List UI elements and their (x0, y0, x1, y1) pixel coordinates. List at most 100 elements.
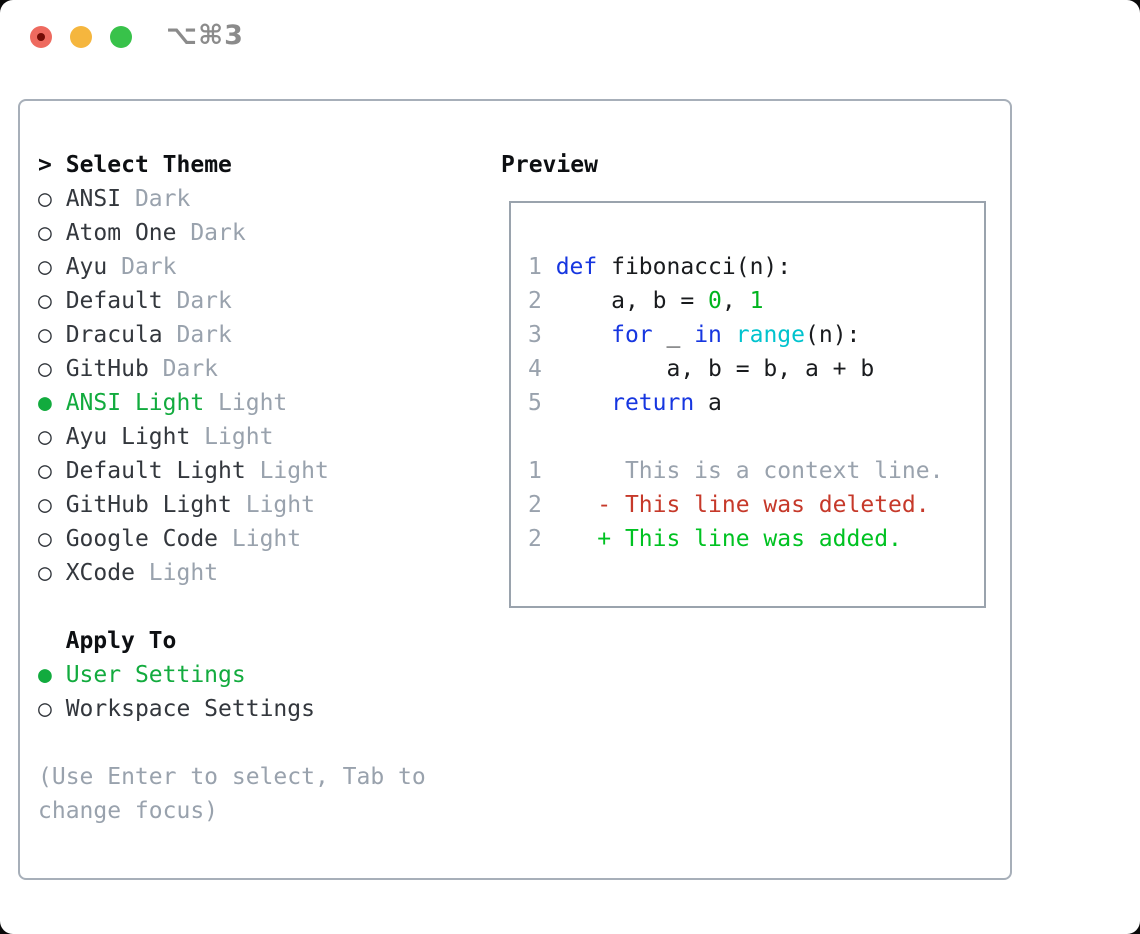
code-segment (556, 526, 598, 552)
theme-variant: Dark (162, 322, 232, 348)
code-segment: return (611, 390, 695, 416)
radio-icon: ○ (38, 696, 66, 722)
code-line: 1 This is a context line. (528, 454, 984, 488)
theme-name: Atom One (65, 220, 177, 246)
theme-variant: Light (231, 492, 315, 518)
radio-icon: ○ (38, 288, 66, 314)
code-segment: a, b = (555, 288, 709, 314)
theme-name: Google Code (65, 526, 219, 552)
code-segment (556, 492, 598, 518)
zoom-button[interactable] (110, 26, 132, 48)
help-text-line-1: (Use Enter to select, Tab to (38, 764, 426, 790)
theme-item[interactable]: ○ Default Light Light (38, 454, 426, 488)
theme-variant: Light (190, 424, 274, 450)
theme-variant: Dark (176, 220, 246, 246)
line-number: 2 (528, 492, 556, 518)
code-segment: , (721, 288, 750, 314)
theme-variant: Light (218, 526, 302, 552)
apply-option[interactable]: ● User Settings (38, 658, 426, 692)
code-line: 5 return a (528, 386, 984, 420)
radio-icon: ○ (38, 356, 66, 382)
theme-name: Default Light (65, 458, 246, 484)
theme-name: GitHub (65, 356, 149, 382)
theme-list: ○ ANSI Dark○ Atom One Dark○ Ayu Dark○ De… (38, 182, 426, 590)
radio-icon: ● (38, 390, 66, 416)
spacer (528, 420, 984, 454)
code-line: 1 def fibonacci(n): (528, 250, 984, 284)
code-segment: (n): (805, 322, 861, 348)
theme-item[interactable]: ○ XCode Light (38, 556, 426, 590)
theme-variant: Dark (107, 254, 177, 280)
code-line: 2 - This line was deleted. (528, 488, 984, 522)
apply-option-label: User Settings (65, 662, 246, 688)
code-segment (556, 390, 611, 416)
theme-name: Default (65, 288, 163, 314)
code-segment: _ (652, 322, 695, 348)
theme-item[interactable]: ○ GitHub Dark (38, 352, 426, 386)
code-line: 2 + This line was added. (528, 522, 984, 556)
code-segment: def (555, 254, 598, 280)
code-line: 3 for _ in range(n): (528, 318, 984, 352)
prompt-icon: > (38, 152, 52, 178)
theme-variant: Light (204, 390, 288, 416)
spacer (38, 726, 426, 760)
close-dot-icon (37, 33, 45, 41)
theme-name: Ayu Light (65, 424, 191, 450)
theme-name: Ayu (65, 254, 108, 280)
preview-title: Preview (501, 152, 598, 178)
code-line: 2 a, b = 0, 1 (528, 284, 984, 318)
radio-icon: ○ (38, 186, 66, 212)
code-segment: This is a context line. (555, 458, 944, 484)
code-segment: 0 (708, 288, 722, 314)
theme-item[interactable]: ○ Default Dark (38, 284, 426, 318)
theme-item[interactable]: ○ Atom One Dark (38, 216, 426, 250)
theme-item[interactable]: ○ Dracula Dark (38, 318, 426, 352)
radio-icon: ○ (38, 560, 66, 586)
theme-name: Dracula (65, 322, 163, 348)
help-text-line-2: change focus) (38, 798, 219, 824)
code-segment: - This line was deleted. (597, 492, 930, 518)
radio-icon: ● (38, 662, 66, 688)
line-number: 2 (528, 288, 556, 314)
code-segment: in (694, 322, 722, 348)
theme-name: XCode (65, 560, 135, 586)
radio-icon: ○ (38, 322, 66, 348)
radio-icon: ○ (38, 492, 66, 518)
code-segment: a, b = b, a + b (555, 356, 875, 382)
theme-item[interactable]: ● ANSI Light Light (38, 386, 426, 420)
code-segment: range (735, 322, 805, 348)
theme-variant: Dark (121, 186, 191, 212)
spacer (38, 590, 426, 624)
line-number: 4 (528, 356, 556, 382)
theme-item[interactable]: ○ Ayu Light Light (38, 420, 426, 454)
code-segment: 1 (749, 288, 764, 314)
apply-options: ● User Settings○ Workspace Settings (38, 658, 426, 726)
code-segment: + This line was added. (597, 526, 902, 552)
theme-name: ANSI (65, 186, 122, 212)
code-segment: for (611, 322, 653, 348)
apply-option[interactable]: ○ Workspace Settings (38, 692, 426, 726)
theme-item[interactable]: ○ ANSI Dark (38, 182, 426, 216)
theme-column: > Select Theme ○ ANSI Dark○ Atom One Dar… (38, 148, 426, 828)
code-line: 4 a, b = b, a + b (528, 352, 984, 386)
line-number: 1 (528, 458, 556, 484)
theme-variant: Light (245, 458, 329, 484)
minimize-button[interactable] (70, 26, 92, 48)
theme-item[interactable]: ○ GitHub Light Light (38, 488, 426, 522)
line-number: 2 (528, 526, 556, 552)
line-number: 3 (528, 322, 556, 348)
theme-name: GitHub Light (65, 492, 232, 518)
radio-icon: ○ (38, 220, 66, 246)
code-segment: fibonacci(n): (597, 254, 792, 280)
line-number: 1 (528, 254, 556, 280)
theme-name: ANSI Light (65, 390, 205, 416)
theme-list-title: > Select Theme (38, 148, 426, 182)
theme-variant: Dark (162, 288, 232, 314)
close-button[interactable] (30, 26, 52, 48)
apply-to-title: Apply To (65, 628, 177, 654)
theme-item[interactable]: ○ Google Code Light (38, 522, 426, 556)
theme-item[interactable]: ○ Ayu Dark (38, 250, 426, 284)
